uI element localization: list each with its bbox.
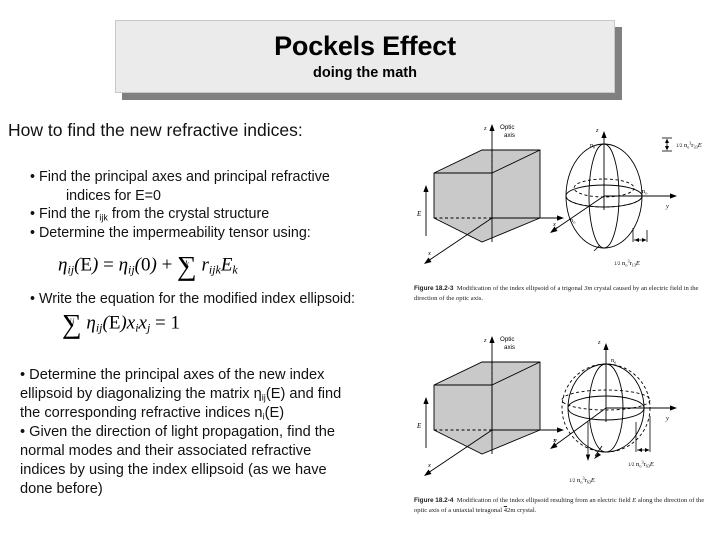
optic-axis-label-2: Optic [500,336,514,343]
bullet-item-diagonalize: • Determine the principal axes of the ne… [20,367,325,383]
crystal-axis-x-label-1: x [427,250,431,257]
bullet-item-normal-modes-line3: indices by using the index ellipsoid (as… [20,461,327,478]
optic-axis-label-2b: axis [504,344,515,351]
annotation-ne-bracket-1 [662,137,672,152]
figure-18-2-4-caption-italic: E [632,497,637,504]
ellipsoid-label-ne-1: ne [590,142,595,150]
bullet-list-bottom: • Determine the principal axes of the ne… [20,366,410,499]
figure-18-2-3-graphic: z y x Optic axis E [416,124,702,268]
crystal-axis-y-label-2: y [553,437,557,444]
crystal-axis-z-label-1: z [483,125,487,132]
optic-axis-label-1b: axis [504,132,515,139]
ellipsoid-axis-y-label-2: y [665,415,669,422]
ellipsoid-label-ne-2: ne [611,357,616,365]
annotation-right-label-2: 1/2 no3r63E [628,460,654,469]
bullet-item-normal-modes-line4: done before) [20,480,103,497]
bullet-item-normal-modes-line2: normal modes and their associated refrac… [20,442,312,459]
bullet-item-diagonalize-line2: ellipsoid by diagonalizing the matrix ηi… [20,385,342,403]
figure-18-2-3-caption-line2: electric field in the direction of the o… [414,285,699,302]
ellipsoid-axis-z-label-2: z [597,339,601,346]
figure-18-2-4-caption: Figure 18.2-4 Modification of the index … [414,497,705,514]
bullet-item-write-equation: • Write the equation for the modified in… [30,291,356,307]
crystal-axes-1 [424,124,564,264]
bullet-item-normal-modes: • Given the direction of light propagati… [20,423,336,440]
figure-18-2-4-caption-overline: 4 [503,506,508,514]
ellipsoid-axis-x-label-2: x [552,437,556,444]
lead-text: How to find the new refractive indices: [8,120,303,140]
ellipsoid-label-no-right-1: no [642,188,648,196]
crystal-cube-2 [433,361,541,455]
annotation-no-bracket-1 [593,228,648,252]
bullet-item-find-r: • Find the rijk from the crystal structu… [30,206,270,223]
figure-18-2-4-graphic: z y x Optic axis E [416,336,677,485]
figure-18-2-4: z y x Optic axis E [414,330,714,515]
annotation-bottom-bracket-2 [585,422,603,461]
equation-impermeability: ηij(E) = ηij(0) + ∑k rijkEk [58,250,238,281]
crystal-axis-z-label-2: z [483,337,487,344]
bullet-item-diagonalize-line3: the corresponding refractive indices ni(… [20,404,285,422]
crystal-axis-x-label-2: x [427,462,431,469]
ellipsoid-axis-x-label-1: x [552,221,556,228]
figure-18-2-4-number: Figure 18.2-4 [414,497,454,504]
bullet-item-impermeability: • Determine the impermeability tensor us… [30,225,311,242]
field-label-1: E [416,210,422,218]
title-box: Pockels Effect doing the math [115,20,615,93]
figure-18-2-3-caption-italic: 3m [584,285,593,292]
ellipsoid-axis-z-label-1: z [595,127,599,134]
figure-18-2-3-caption: Figure 18.2-3 Modification of the index … [414,285,699,302]
bullet-list-top: • Find the principal axes and principal … [30,168,402,244]
ellipsoid-axes-2 [550,343,677,449]
annotation-no-label-1: 1/2 no3r13E [614,259,640,268]
bullet-item-principal-axes-continuation: indices for E=0 [66,188,161,205]
crystal-cube-1 [433,149,541,243]
figure-18-2-3-number: Figure 18.2-3 [414,285,454,292]
page-subtitle: doing the math [313,64,417,81]
crystal-axes-2 [424,336,564,476]
ellipsoid-label-no-left-1: no [570,217,576,225]
bullet-item-principal-axes: • Find the principal axes and principal … [30,169,330,185]
figure-18-2-4-caption-line2a: the direction of the optic axis of a uni… [414,497,705,514]
equation-index-ellipsoid: ∑ij ηij(E)xixj = 1 [62,308,180,339]
field-label-2: E [416,422,422,430]
field-arrow-2 [423,397,429,448]
annotation-ne-label-1: 1/2 ne3r33E [676,141,702,150]
page-title: Pockels Effect [274,31,456,62]
optic-axis-label-1: Optic [500,124,514,131]
figure-18-2-4-caption-line2b: 2m crystal. [507,506,537,514]
ellipsoid-axis-y-label-1: y [665,203,669,210]
field-arrow-1 [423,185,429,236]
figure-18-2-3: z y x Optic axis E [414,118,714,303]
annotation-bottom-label-2: 1/2 no3r63E [569,476,595,485]
r-subscript-ijk: ijk [99,212,108,223]
annotation-right-bracket-2 [635,416,651,452]
ellipsoid-axes-1 [550,131,677,233]
